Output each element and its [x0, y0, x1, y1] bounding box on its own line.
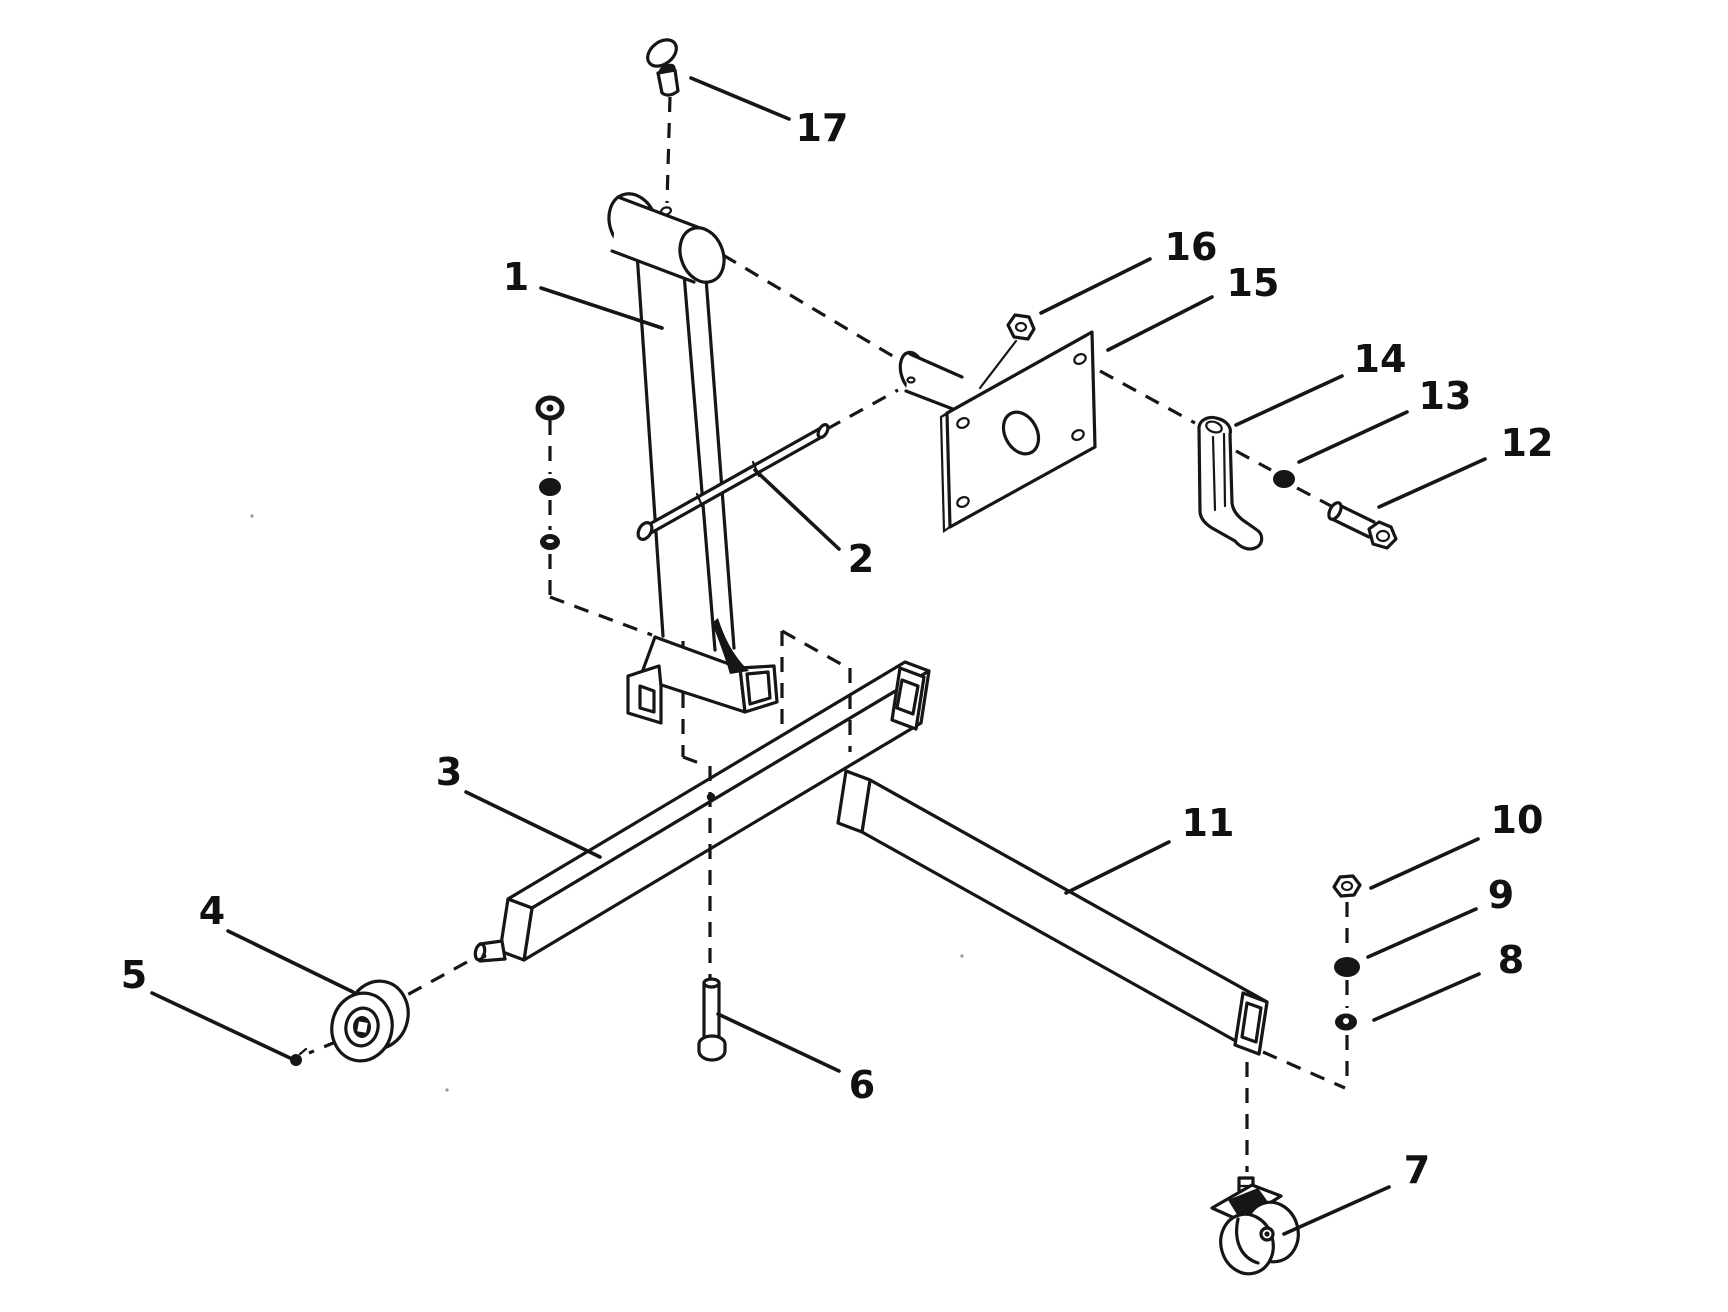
part-label-4: 4	[199, 889, 225, 933]
part-leader-10	[1369, 837, 1480, 890]
part-label-2: 2	[848, 537, 874, 581]
front-leg-beam	[473, 660, 931, 963]
part-leader-13	[1297, 410, 1409, 464]
part-leader-7	[1282, 1185, 1391, 1236]
right-fastener-stack	[1332, 874, 1362, 1031]
part-leader-14	[1234, 374, 1344, 427]
post-base-socket	[626, 618, 779, 725]
part-leader-9	[1366, 907, 1478, 959]
part-leader-1	[539, 286, 664, 330]
post-pivot-cylinder	[607, 192, 726, 284]
washer-13	[1273, 470, 1295, 488]
part-label-8: 8	[1498, 938, 1524, 982]
part-label-16: 16	[1165, 225, 1218, 269]
cross-rod	[636, 423, 830, 541]
crank-handle	[1197, 415, 1264, 551]
part-leader-8	[1372, 972, 1481, 1022]
part-label-13: 13	[1419, 374, 1472, 418]
part-leader-12	[1377, 457, 1487, 509]
part-label-17: 17	[796, 106, 849, 150]
swivel-caster	[1210, 1176, 1300, 1276]
part-label-10: 10	[1491, 798, 1544, 842]
hitch-pin	[646, 38, 680, 97]
carriage-bolt-6	[697, 977, 727, 1062]
caster-centerlines	[1245, 902, 1349, 1172]
hex-nut-16	[978, 313, 1036, 390]
assembly-centerlines	[308, 96, 1334, 1055]
part-leader-15	[1106, 295, 1214, 352]
part-leader-2	[753, 468, 841, 551]
bolt-12	[1327, 501, 1398, 550]
part-label-11: 11	[1182, 801, 1235, 845]
part-leader-17	[689, 76, 791, 121]
part-label-6: 6	[849, 1063, 875, 1107]
part-leader-3	[464, 790, 602, 859]
part-leader-5	[150, 991, 292, 1060]
part-leader-16	[1039, 257, 1152, 315]
part-leader-4	[226, 929, 355, 994]
part-label-12: 12	[1501, 421, 1554, 465]
upright-post	[635, 251, 736, 652]
part-label-7: 7	[1404, 1148, 1430, 1192]
small-bolt-5	[290, 1047, 308, 1066]
part-label-3: 3	[436, 750, 462, 794]
part-label-9: 9	[1488, 873, 1514, 917]
part-label-14: 14	[1354, 337, 1407, 381]
phantom-mount-outline	[780, 629, 852, 752]
part-leader-11	[1064, 840, 1171, 895]
part-label-5: 5	[121, 953, 147, 997]
scan-speckles	[250, 514, 964, 1092]
bolt-6-centerline	[681, 641, 716, 978]
mount-plate-assembly	[898, 330, 1097, 534]
left-fastener-stack	[535, 395, 565, 550]
roller-wheel	[330, 979, 410, 1063]
rear-leg-beam	[836, 769, 1269, 1056]
part-leader-6	[716, 1012, 841, 1073]
part-label-1: 1	[503, 255, 529, 299]
part-label-15: 15	[1227, 261, 1280, 305]
